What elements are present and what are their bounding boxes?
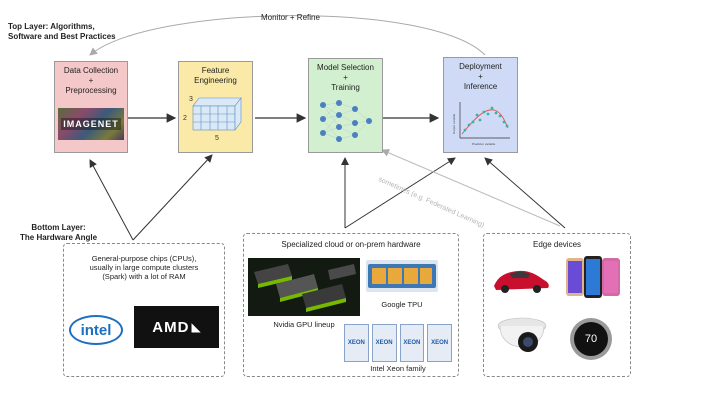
xeon-chip-1: XEON bbox=[344, 324, 369, 362]
arrow-cpu-to-data bbox=[89, 159, 134, 241]
car-icon bbox=[494, 270, 549, 293]
intel-logo-text: intel bbox=[80, 321, 112, 339]
tpu-board-image bbox=[366, 260, 438, 292]
cpu-description: General-purpose chips (CPUs), usually in… bbox=[64, 254, 224, 281]
neural-network-graphic bbox=[320, 100, 372, 142]
xeon-caption: Intel Xeon family bbox=[370, 364, 426, 373]
stage-1-title: Data Collection + Preprocessing bbox=[55, 66, 127, 96]
stage-1-line2: + bbox=[88, 76, 94, 85]
xeon-chip-3-label: XEON bbox=[403, 340, 421, 346]
arrow-edge-to-model-federated bbox=[381, 149, 561, 227]
amd-logo-text: AMD bbox=[152, 318, 190, 336]
top-layer-line1: Top Layer: Algorithms, bbox=[8, 22, 95, 31]
xeon-chip-2-label: XEON bbox=[375, 340, 393, 346]
stage-4-line2: + bbox=[478, 72, 483, 81]
cpu-text-line1: General-purpose chips (CPUs), bbox=[91, 254, 197, 263]
edge-devices-box: Edge devices 70 bbox=[483, 233, 631, 377]
feature-number-3: 3 bbox=[189, 96, 193, 103]
stage-3-line2: + bbox=[343, 73, 348, 82]
feedback-label: Monitor + Refine bbox=[261, 13, 320, 22]
stage-4-title: Deployment + Inference bbox=[444, 62, 517, 92]
stage-model-selection: Model Selection + Training bbox=[308, 58, 383, 153]
amd-arrow-icon: ◣ bbox=[191, 320, 201, 334]
cloud-hardware-box: Specialized cloud or on-prem hardware Nv… bbox=[243, 233, 459, 377]
xeon-chip-4: XEON bbox=[427, 324, 452, 362]
stage-3-line3: Training bbox=[331, 83, 360, 92]
xeon-chip-row: XEON XEON XEON XEON bbox=[344, 324, 452, 362]
feedback-arrow bbox=[89, 15, 486, 56]
gpu-caption: Nvidia GPU lineup bbox=[273, 320, 335, 329]
stage-2-title: Feature Engineering bbox=[179, 66, 252, 86]
thermostat-value: 70 bbox=[584, 333, 598, 345]
gpu-lineup-image bbox=[248, 258, 360, 316]
feature-number-2: 2 bbox=[183, 115, 187, 122]
stage-feature-engineering: Feature Engineering 3 2 5 bbox=[178, 61, 253, 153]
bottom-layer-line1: Bottom Layer: bbox=[31, 223, 86, 232]
stage-2-line2: Engineering bbox=[194, 76, 237, 85]
arrow-cloud-to-deploy bbox=[344, 157, 456, 229]
gpu-cards-icon bbox=[254, 264, 356, 312]
imagenet-text: IMAGENET bbox=[61, 118, 121, 130]
security-camera-icon bbox=[497, 317, 547, 352]
regression-plot-graphic: Output variable Predictor variable bbox=[452, 102, 510, 146]
stage-1-line3: Preprocessing bbox=[65, 86, 117, 95]
xeon-chip-2: XEON bbox=[371, 324, 397, 362]
imagenet-thumbnail: IMAGENET bbox=[58, 108, 124, 140]
cloud-box-title: Specialized cloud or on-prem hardware bbox=[281, 240, 421, 249]
bottom-layer-label: Bottom Layer: The Hardware Angle bbox=[20, 223, 97, 243]
stage-4-line1: Deployment bbox=[459, 62, 502, 71]
plot-x-label: Predictor variable bbox=[472, 142, 496, 146]
cpu-text-line3: (Spark) with a lot of RAM bbox=[102, 272, 186, 281]
tpu-board-icon bbox=[368, 264, 436, 288]
xeon-chip-4-label: XEON bbox=[431, 340, 449, 346]
amd-logo: AMD ◣ bbox=[134, 306, 219, 348]
cpu-hardware-box: General-purpose chips (CPUs), usually in… bbox=[63, 243, 225, 377]
stage-3-line1: Model Selection bbox=[317, 63, 374, 72]
stage-data-collection: Data Collection + Preprocessing IMAGENET bbox=[54, 61, 128, 153]
feature-tensor-graphic: 3 2 5 bbox=[183, 96, 242, 142]
arrow-edge-to-deploy bbox=[484, 157, 566, 229]
top-layer-line2: Software and Best Practices bbox=[8, 32, 116, 41]
edge-box-title: Edge devices bbox=[532, 240, 582, 249]
stage-2-line1: Feature bbox=[201, 66, 230, 75]
feature-number-5: 5 bbox=[215, 135, 219, 142]
plot-y-label: Output variable bbox=[452, 113, 456, 134]
stage-4-line3: Inference bbox=[463, 82, 498, 91]
intel-logo: intel bbox=[68, 314, 124, 346]
thermostat-device: 70 bbox=[570, 318, 612, 360]
smartphones-icon bbox=[566, 256, 620, 298]
stage-1-line1: Data Collection bbox=[63, 66, 119, 75]
arrow-cpu-to-feature bbox=[132, 154, 213, 241]
tpu-caption: Google TPU bbox=[381, 300, 423, 309]
xeon-chip-3: XEON bbox=[399, 324, 425, 362]
cpu-text-line2: usually in large compute clusters bbox=[89, 263, 199, 272]
xeon-chip-1-label: XEON bbox=[347, 340, 365, 346]
stage-3-title: Model Selection + Training bbox=[309, 63, 382, 93]
top-layer-label: Top Layer: Algorithms, Software and Best… bbox=[8, 22, 116, 42]
stage-deployment: Deployment + Inference Output variable P… bbox=[443, 57, 518, 153]
bottom-layer-line2: The Hardware Angle bbox=[20, 233, 98, 242]
